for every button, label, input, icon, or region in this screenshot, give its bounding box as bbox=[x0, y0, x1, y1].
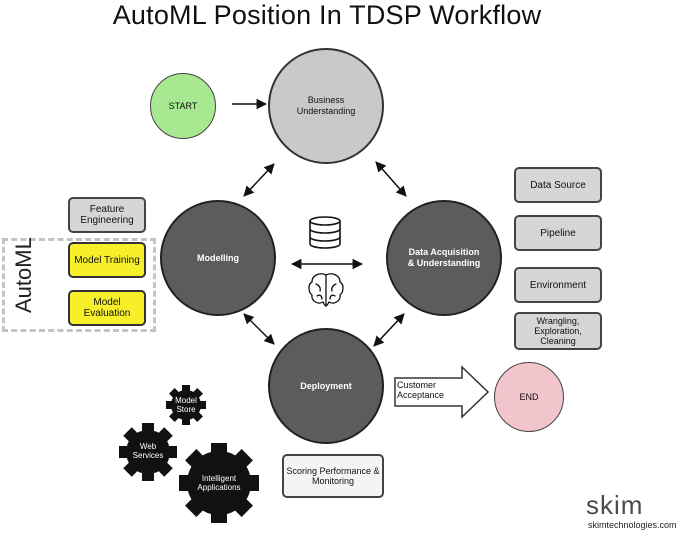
arrow-modelling-deployment bbox=[243, 313, 275, 345]
arrow-business-modelling bbox=[243, 163, 275, 197]
deployment-node: Deployment bbox=[268, 328, 384, 444]
wrangling-box: Wrangling, Exploration, Cleaning bbox=[514, 312, 602, 350]
end-node: END bbox=[494, 362, 564, 432]
automl-label: AutoML bbox=[11, 237, 36, 313]
logo-url: skimtechnologies.com bbox=[588, 520, 677, 530]
skim-logo: skim bbox=[586, 490, 644, 520]
gear-label-model-store: Model Store bbox=[175, 396, 197, 414]
automl-dashed-frame bbox=[2, 238, 156, 332]
feature-engineering-box: Feature Engineering bbox=[68, 197, 146, 233]
gear-icon-model-store bbox=[166, 385, 206, 425]
arrow-business-data bbox=[375, 161, 407, 197]
gear-label-intelligent-applications: Intelligent Applications bbox=[197, 474, 241, 492]
modelling-node: Modelling bbox=[160, 200, 276, 316]
gear-label-web-services: Web Services bbox=[132, 442, 164, 460]
pipeline-box: Pipeline bbox=[514, 215, 602, 251]
diagram-title: AutoML Position In TDSP Workflow bbox=[112, 0, 542, 30]
model-training-box: Model Training bbox=[68, 242, 146, 278]
data-acquisition-node: Data Acquisition & Understanding bbox=[386, 200, 502, 316]
scoring-monitoring-box: Scoring Performance & Monitoring bbox=[282, 454, 384, 498]
environment-box: Environment bbox=[514, 267, 602, 303]
data-source-box: Data Source bbox=[514, 167, 602, 203]
gear-icon-intelligent-applications bbox=[179, 443, 259, 523]
business-understanding-node: Business Understanding bbox=[268, 48, 384, 164]
model-evaluation-box: Model Evaluation bbox=[68, 290, 146, 326]
gear-icon-web-services bbox=[119, 423, 177, 481]
customer-acceptance-arrow bbox=[394, 365, 490, 419]
arrow-data-deployment bbox=[373, 313, 405, 347]
customer-acceptance-label: Customer Acceptance bbox=[397, 380, 445, 400]
start-node: START bbox=[150, 73, 216, 139]
